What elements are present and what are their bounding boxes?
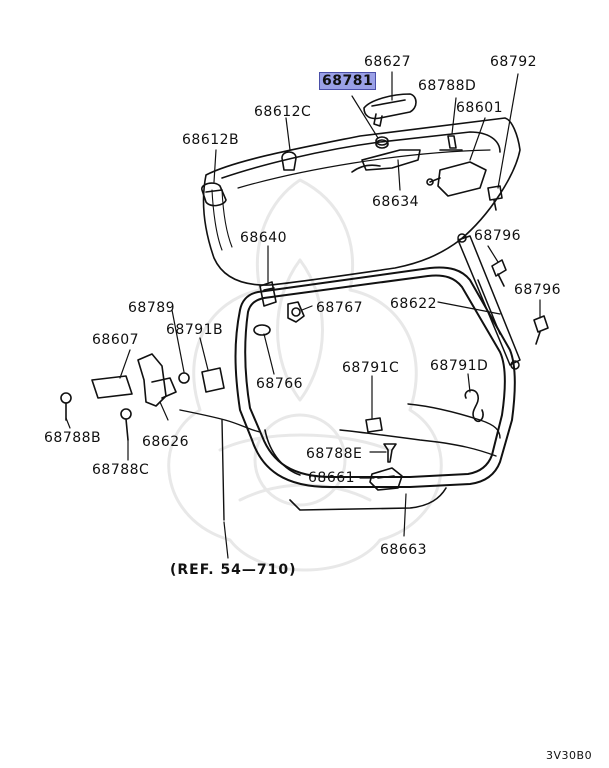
part-label-68791B: 68791B: [166, 322, 224, 338]
part-label-68640: 68640: [240, 230, 288, 246]
screw-68788B: [60, 392, 72, 421]
part-label-68796-lower: 68796: [514, 282, 562, 298]
screw-68788D: [439, 135, 463, 151]
part-label-68791C: 68791C: [342, 360, 400, 376]
screw-68788E: [383, 443, 397, 463]
part-label-68788B: 68788B: [44, 430, 102, 446]
bolt-68767: [287, 301, 305, 323]
reference-note: (REF. 54—710): [170, 562, 297, 578]
part-label-68601: 68601: [456, 100, 504, 116]
leader-lines: [65, 71, 541, 559]
weatherstrip-seal: [234, 266, 516, 488]
part-label-68661: 68661: [308, 470, 356, 486]
handle-nut: [375, 136, 389, 149]
strut-bolt-upper: [491, 259, 507, 287]
lock-linkage: [351, 149, 421, 173]
part-label-68607: 68607: [92, 332, 140, 348]
part-label-68612C: 68612C: [254, 104, 312, 120]
inner-opening: [264, 429, 447, 511]
cover-68607: [91, 375, 133, 399]
grommet-68766: [253, 324, 271, 336]
strut-bolt-lower: [533, 315, 549, 345]
latch-68626: [137, 353, 190, 407]
part-label-68626: 68626: [142, 434, 190, 450]
part-label-68788E: 68788E: [306, 446, 363, 462]
lock-actuator: [426, 161, 487, 197]
tailgate-panel: [202, 117, 521, 286]
striker-68661: [369, 467, 403, 491]
part-label-68796-upper: 68796: [474, 228, 522, 244]
part-label-68766: 68766: [256, 376, 304, 392]
part-label-68663: 68663: [380, 542, 428, 558]
bolt-68792: [487, 185, 503, 211]
part-label-68627: 68627: [364, 54, 412, 70]
part-label-68767: 68767: [316, 300, 364, 316]
watermark-crest: [167, 178, 443, 572]
screw-68788C: [120, 408, 132, 441]
hinge-68640: [259, 281, 277, 307]
release-cable: [179, 403, 501, 521]
part-label-68622: 68622: [390, 296, 438, 312]
cap-68612C: [281, 151, 297, 171]
tailgate-handle: [363, 93, 417, 127]
part-label-68612B: 68612B: [182, 132, 240, 148]
protector-68791B: [201, 367, 225, 393]
part-label-68788C: 68788C: [92, 462, 150, 478]
part-label-68789: 68789: [128, 300, 176, 316]
part-label-68788D: 68788D: [418, 78, 477, 94]
gas-strut-spring: [457, 233, 521, 370]
part-label-68781-highlighted[interactable]: 68781: [319, 72, 377, 90]
part-label-68634: 68634: [372, 194, 420, 210]
part-label-68791D: 68791D: [430, 358, 489, 374]
bumper-68612B: [201, 182, 227, 207]
diagram-code: 3V30B0: [546, 749, 593, 762]
part-label-68792: 68792: [490, 54, 538, 70]
clip-68791C: [365, 417, 383, 433]
